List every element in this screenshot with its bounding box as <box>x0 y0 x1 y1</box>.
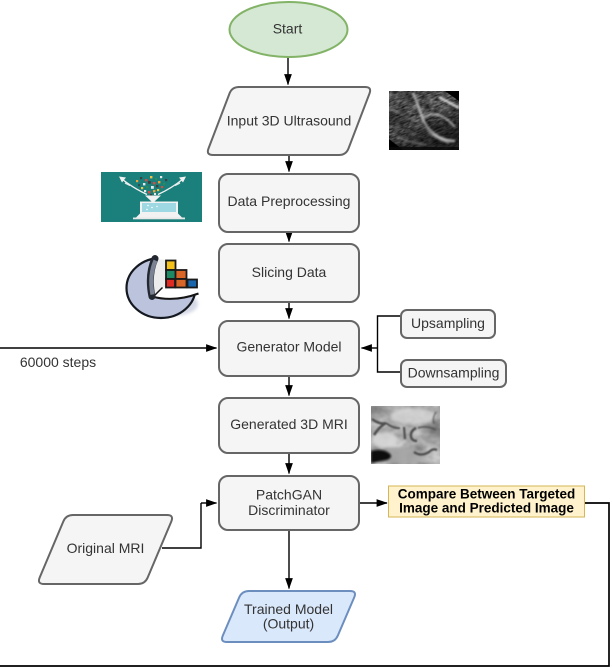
svg-text:Downsampling: Downsampling <box>408 365 500 381</box>
svg-text:Start: Start <box>273 21 303 37</box>
svg-text:(Output): (Output) <box>263 616 314 632</box>
svg-text:Original MRI: Original MRI <box>67 540 145 556</box>
svg-text:Image and Predicted Image: Image and Predicted Image <box>399 501 574 516</box>
svg-text:Compare Between Targeted: Compare Between Targeted <box>398 487 576 502</box>
svg-text:Generated 3D MRI: Generated 3D MRI <box>230 416 348 432</box>
svg-text:Upsampling: Upsampling <box>411 315 485 331</box>
svg-text:60000 steps: 60000 steps <box>20 354 96 370</box>
svg-text:Trained Model: Trained Model <box>244 601 333 617</box>
svg-text:PatchGAN: PatchGAN <box>256 487 322 503</box>
svg-text:Data Preprocessing: Data Preprocessing <box>228 193 351 209</box>
svg-text:Input 3D Ultrasound: Input 3D Ultrasound <box>227 112 352 128</box>
svg-text:Generator Model: Generator Model <box>236 339 341 355</box>
svg-text:Slicing Data: Slicing Data <box>252 264 327 280</box>
svg-text:Discriminator: Discriminator <box>248 502 330 518</box>
